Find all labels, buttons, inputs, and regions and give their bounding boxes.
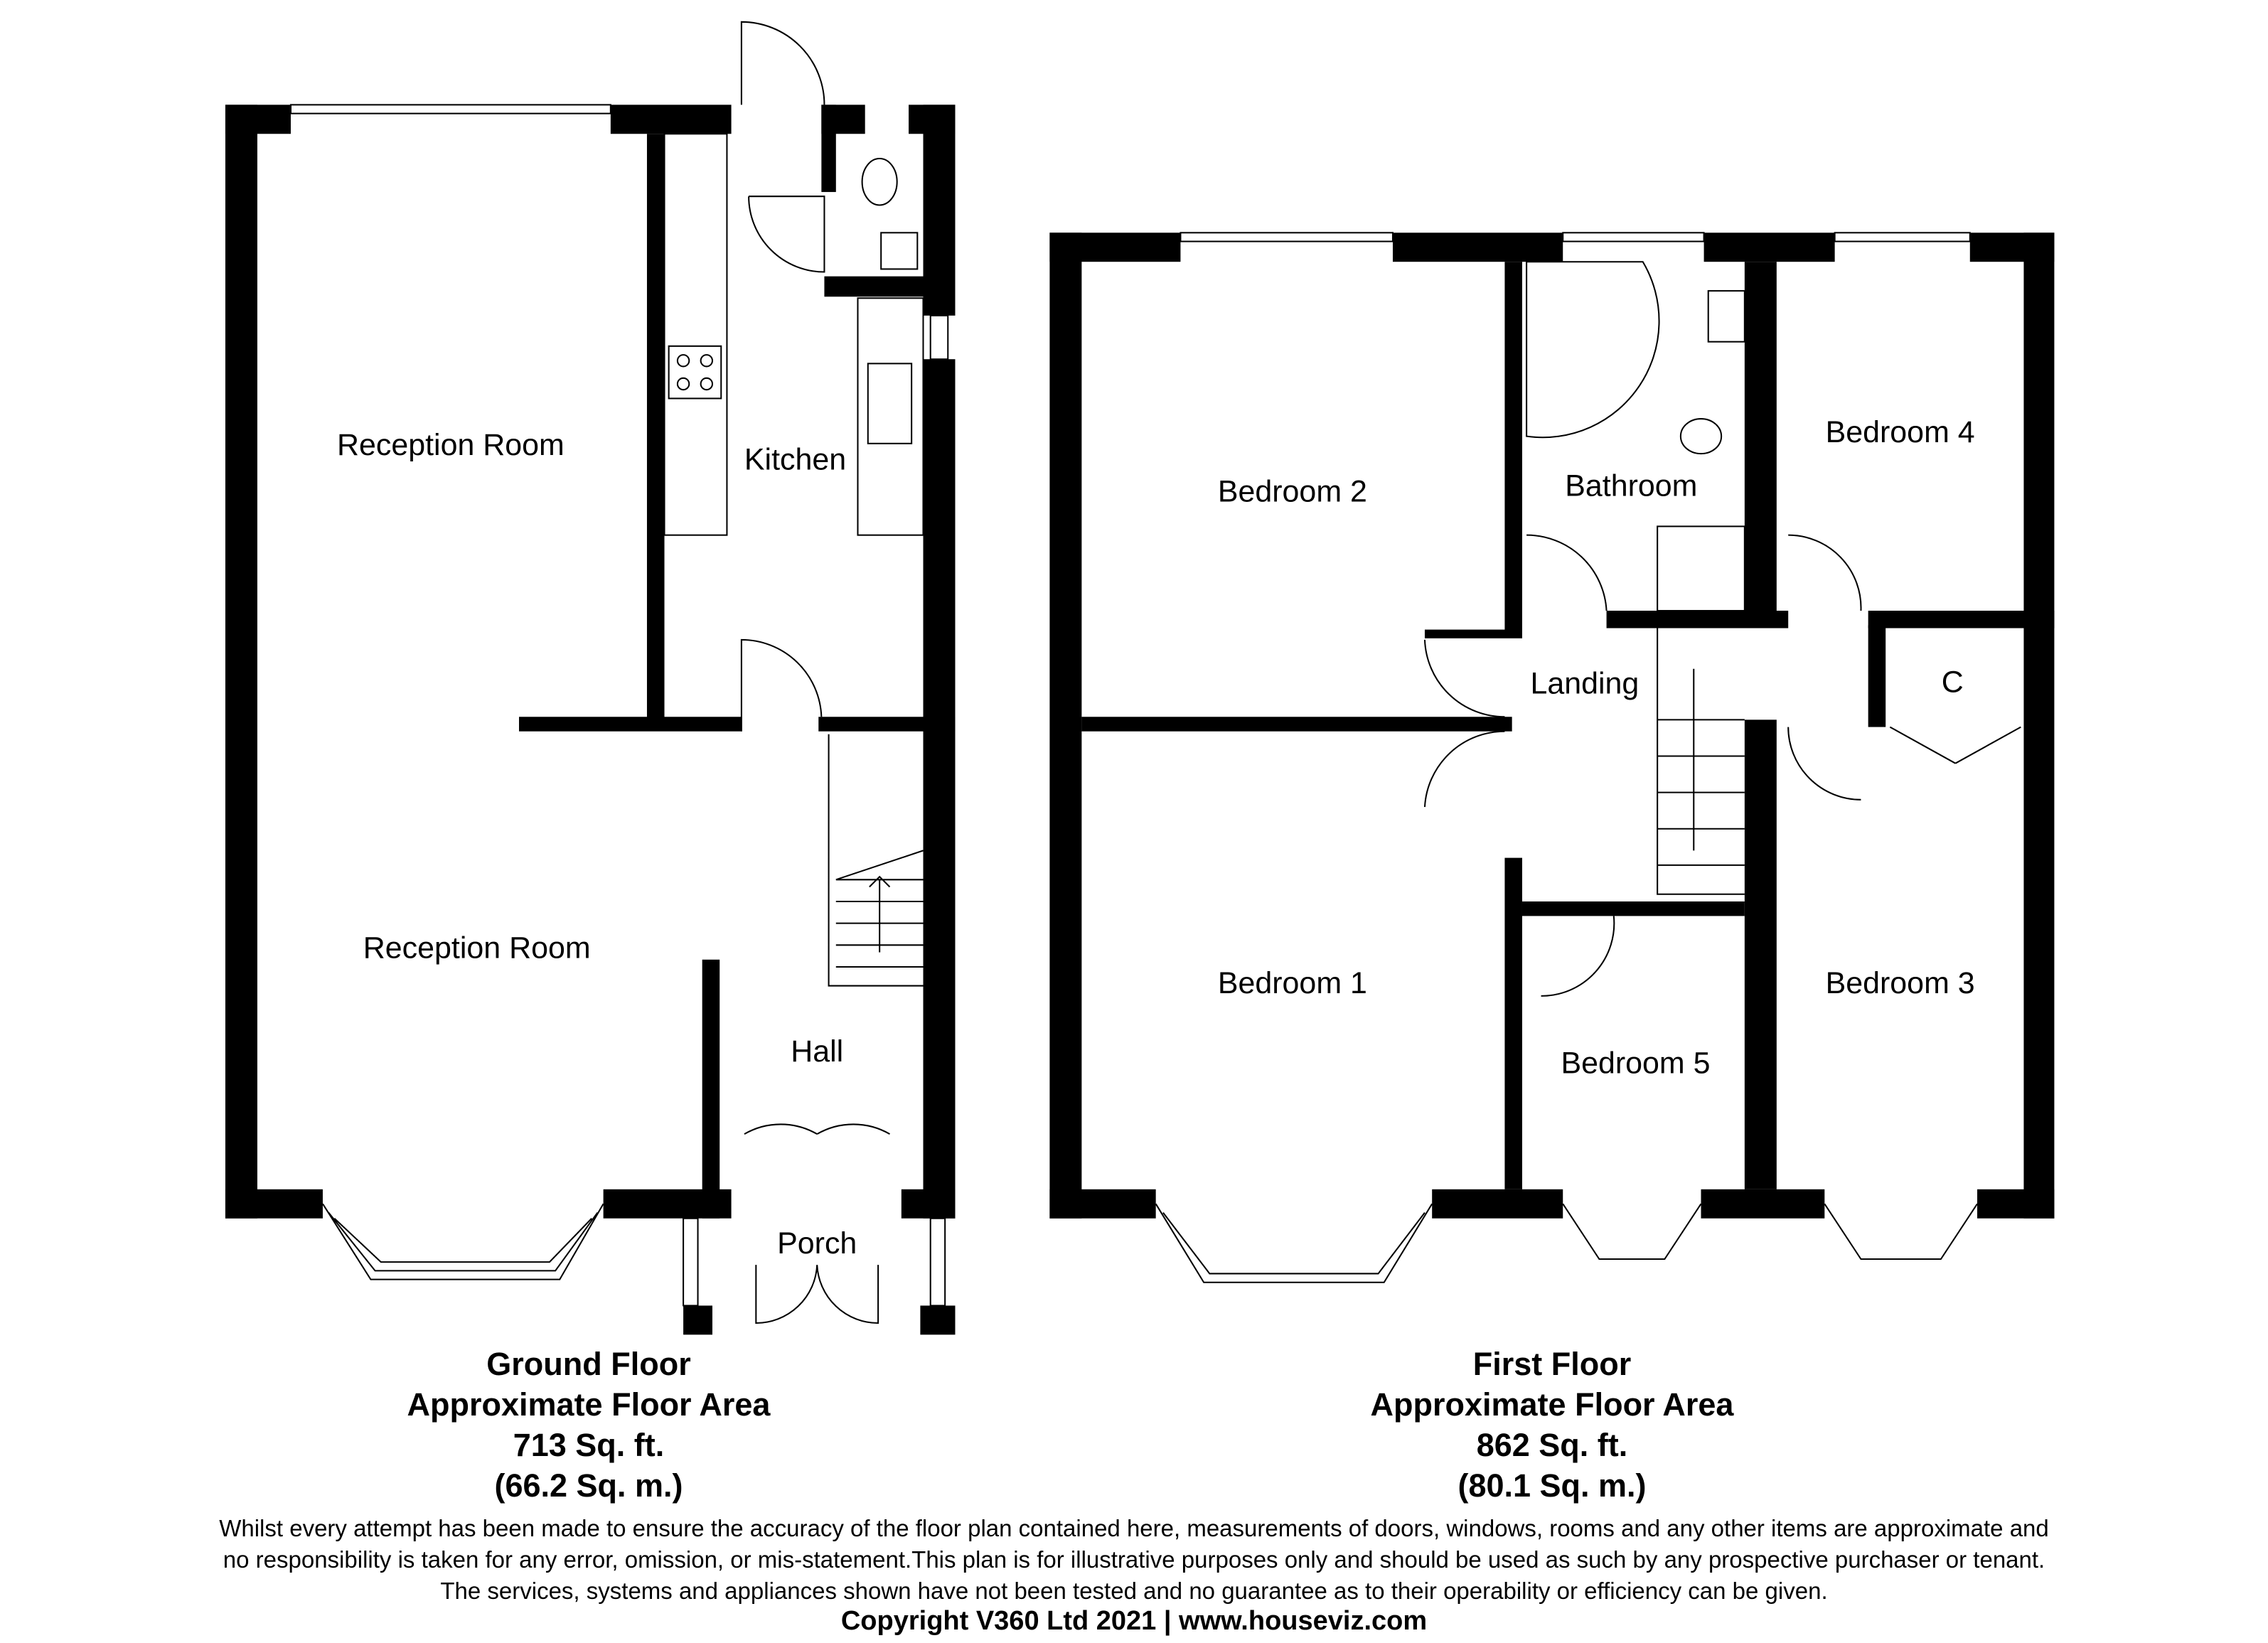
ground-floor-caption: Ground Floor Approximate Floor Area 713 … xyxy=(304,1344,873,1506)
area-label: Approximate Floor Area xyxy=(407,1386,771,1423)
room-label: Bedroom 4 xyxy=(1826,415,1975,449)
toilet xyxy=(861,158,898,206)
sink xyxy=(867,363,913,444)
disclaimer-line: no responsibility is taken for any error… xyxy=(223,1546,2045,1573)
window xyxy=(289,104,611,114)
floor-title: First Floor xyxy=(1472,1346,1632,1382)
bathtub xyxy=(1526,261,1660,439)
room-label: Bedroom 2 xyxy=(1218,475,1367,509)
room-label: Hall xyxy=(791,1034,843,1069)
room-label: Reception Room xyxy=(363,931,591,965)
room-label: Bedroom 1 xyxy=(1218,966,1367,1000)
shower xyxy=(1657,525,1745,612)
room-label: C xyxy=(1942,665,1964,700)
room-label: Landing xyxy=(1530,667,1639,701)
first-floor-plan: Bedroom 2 Bathroom Bedroom 4 Landing C B… xyxy=(1049,232,2055,1283)
room-label: Bathroom xyxy=(1565,469,1697,503)
hob xyxy=(668,345,722,400)
copyright: Copyright V360 Ltd 2021 | www.houseviz.c… xyxy=(840,1606,1428,1636)
area-sqm: (80.1 Sq. m.) xyxy=(1457,1467,1647,1504)
basin xyxy=(1707,290,1745,343)
area-sqft: 713 Sq. ft. xyxy=(513,1427,665,1463)
area-sqft: 862 Sq. ft. xyxy=(1476,1427,1628,1463)
room-label: Kitchen xyxy=(744,443,846,477)
disclaimer: Whilst every attempt has been made to en… xyxy=(0,1513,2268,1607)
disclaimer-line: The services, systems and appliances sho… xyxy=(440,1578,1828,1604)
room-label: Bedroom 5 xyxy=(1561,1046,1710,1080)
area-sqm: (66.2 Sq. m.) xyxy=(494,1467,683,1504)
disclaimer-line: Whilst every attempt has been made to en… xyxy=(219,1515,2049,1541)
room-label: Reception Room xyxy=(337,428,565,462)
first-floor-caption: First Floor Approximate Floor Area 862 S… xyxy=(1268,1344,1836,1506)
room-label: Bedroom 3 xyxy=(1826,966,1975,1000)
area-label: Approximate Floor Area xyxy=(1370,1386,1734,1423)
kitchen-counter xyxy=(663,133,728,536)
toilet xyxy=(1679,418,1723,455)
ground-floor-plan: Reception Room Kitchen Reception Room Ha… xyxy=(225,21,956,1335)
floor-title: Ground Floor xyxy=(486,1346,691,1382)
room-label: Porch xyxy=(777,1226,857,1261)
